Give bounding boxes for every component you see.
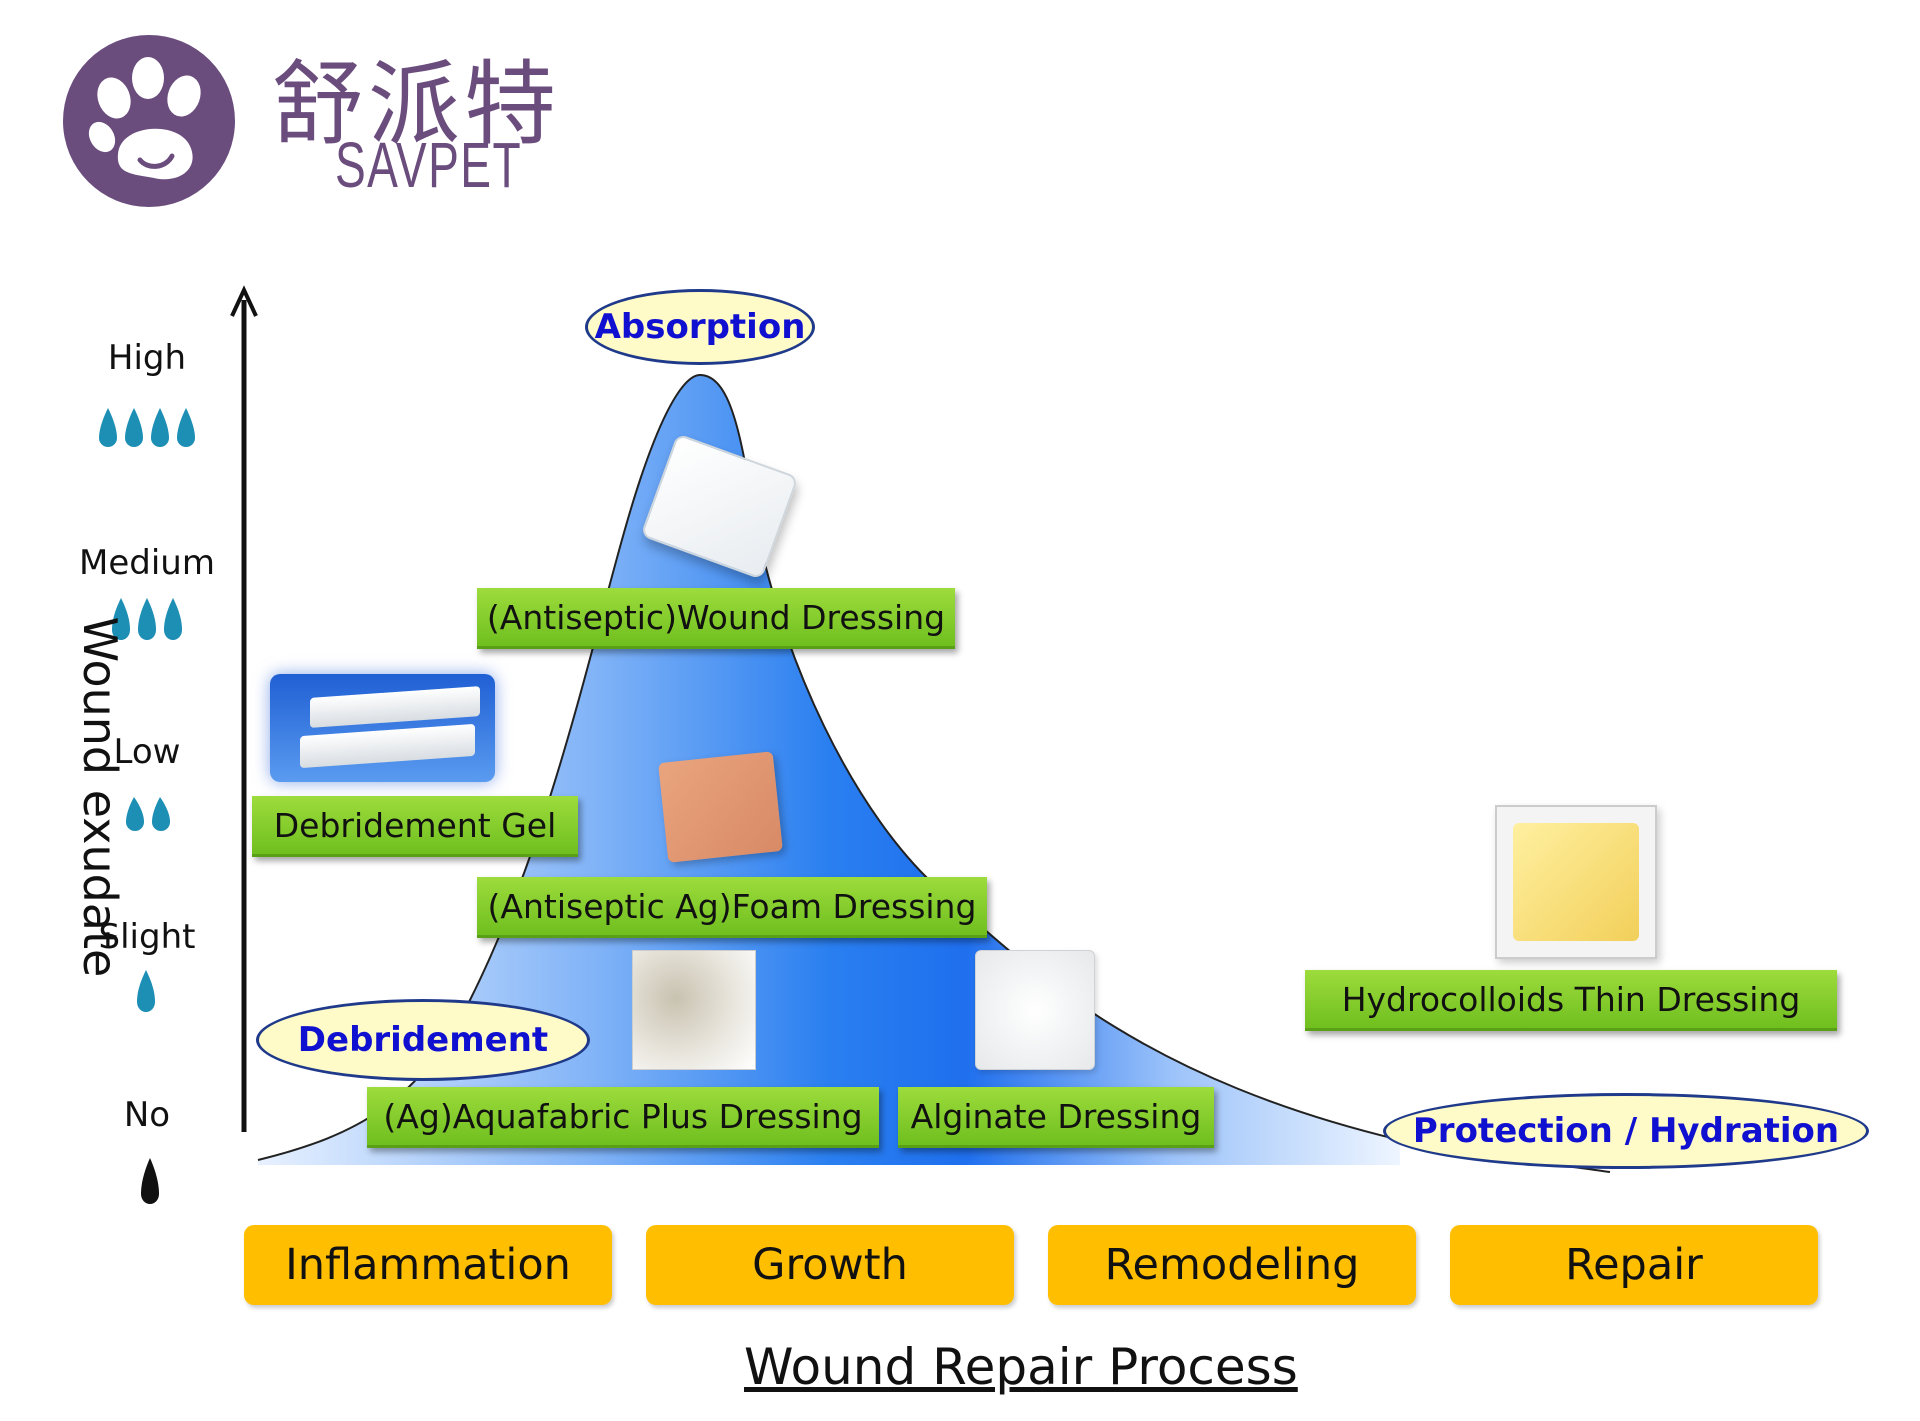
brand-name-en: SAVPET [335, 129, 523, 201]
aquafabric-dressing-label: (Ag)Aquafabric Plus Dressing [367, 1087, 879, 1148]
alginate-dressing-label: Alginate Dressing [898, 1087, 1214, 1148]
absorption-label: Absorption [585, 289, 815, 365]
y-axis-title: Wound exudate [73, 616, 127, 978]
y-level-medium: Medium [79, 543, 215, 583]
debridement-gel-label: Debridement Gel [252, 796, 578, 857]
droplet-icon [138, 598, 156, 640]
y-level-high: High [107, 338, 187, 378]
black-droplet-icon [141, 1158, 159, 1204]
wound-dressing-label: (Antiseptic)Wound Dressing [477, 588, 955, 649]
droplet-icon [137, 970, 155, 1012]
brand-logo [62, 34, 236, 208]
phase-repair: Repair [1450, 1225, 1818, 1305]
debridement-label: Debridement [256, 999, 590, 1081]
phase-growth: Growth [646, 1225, 1014, 1305]
y-level-low: Low [113, 732, 181, 772]
hydrocolloids-dressing-image [1495, 805, 1657, 959]
phase-remodeling: Remodeling [1048, 1225, 1416, 1305]
droplet-icon [152, 797, 170, 831]
exudate-curve [258, 375, 1400, 1165]
alginate-dressing-image [975, 950, 1095, 1070]
droplet-icon [112, 598, 130, 640]
droplet-icon [125, 408, 143, 447]
paw-print-icon [63, 35, 235, 207]
droplet-icon [151, 408, 169, 447]
brand-name-cn: 舒派特 [272, 51, 561, 158]
debridement-gel-image [270, 674, 495, 782]
hydrocolloids-dressing-label: Hydrocolloids Thin Dressing [1305, 970, 1837, 1031]
droplet-icons [99, 408, 195, 1204]
foam-dressing-label: (Antiseptic Ag)Foam Dressing [477, 877, 987, 938]
foam-dressing-image [658, 751, 783, 863]
aquafabric-dressing-image [632, 950, 756, 1070]
protection-hydration-label: Protection / Hydration [1383, 1093, 1869, 1169]
droplet-icon [177, 408, 195, 447]
phase-inflammation: Inflammation [244, 1225, 612, 1305]
y-level-no: No [123, 1095, 171, 1135]
x-axis-title: Wound Repair Process [744, 1338, 1298, 1396]
droplet-icon [126, 797, 144, 831]
droplet-icon [99, 408, 117, 447]
droplet-icon [164, 598, 182, 640]
y-level-slight: Slight [98, 917, 196, 957]
